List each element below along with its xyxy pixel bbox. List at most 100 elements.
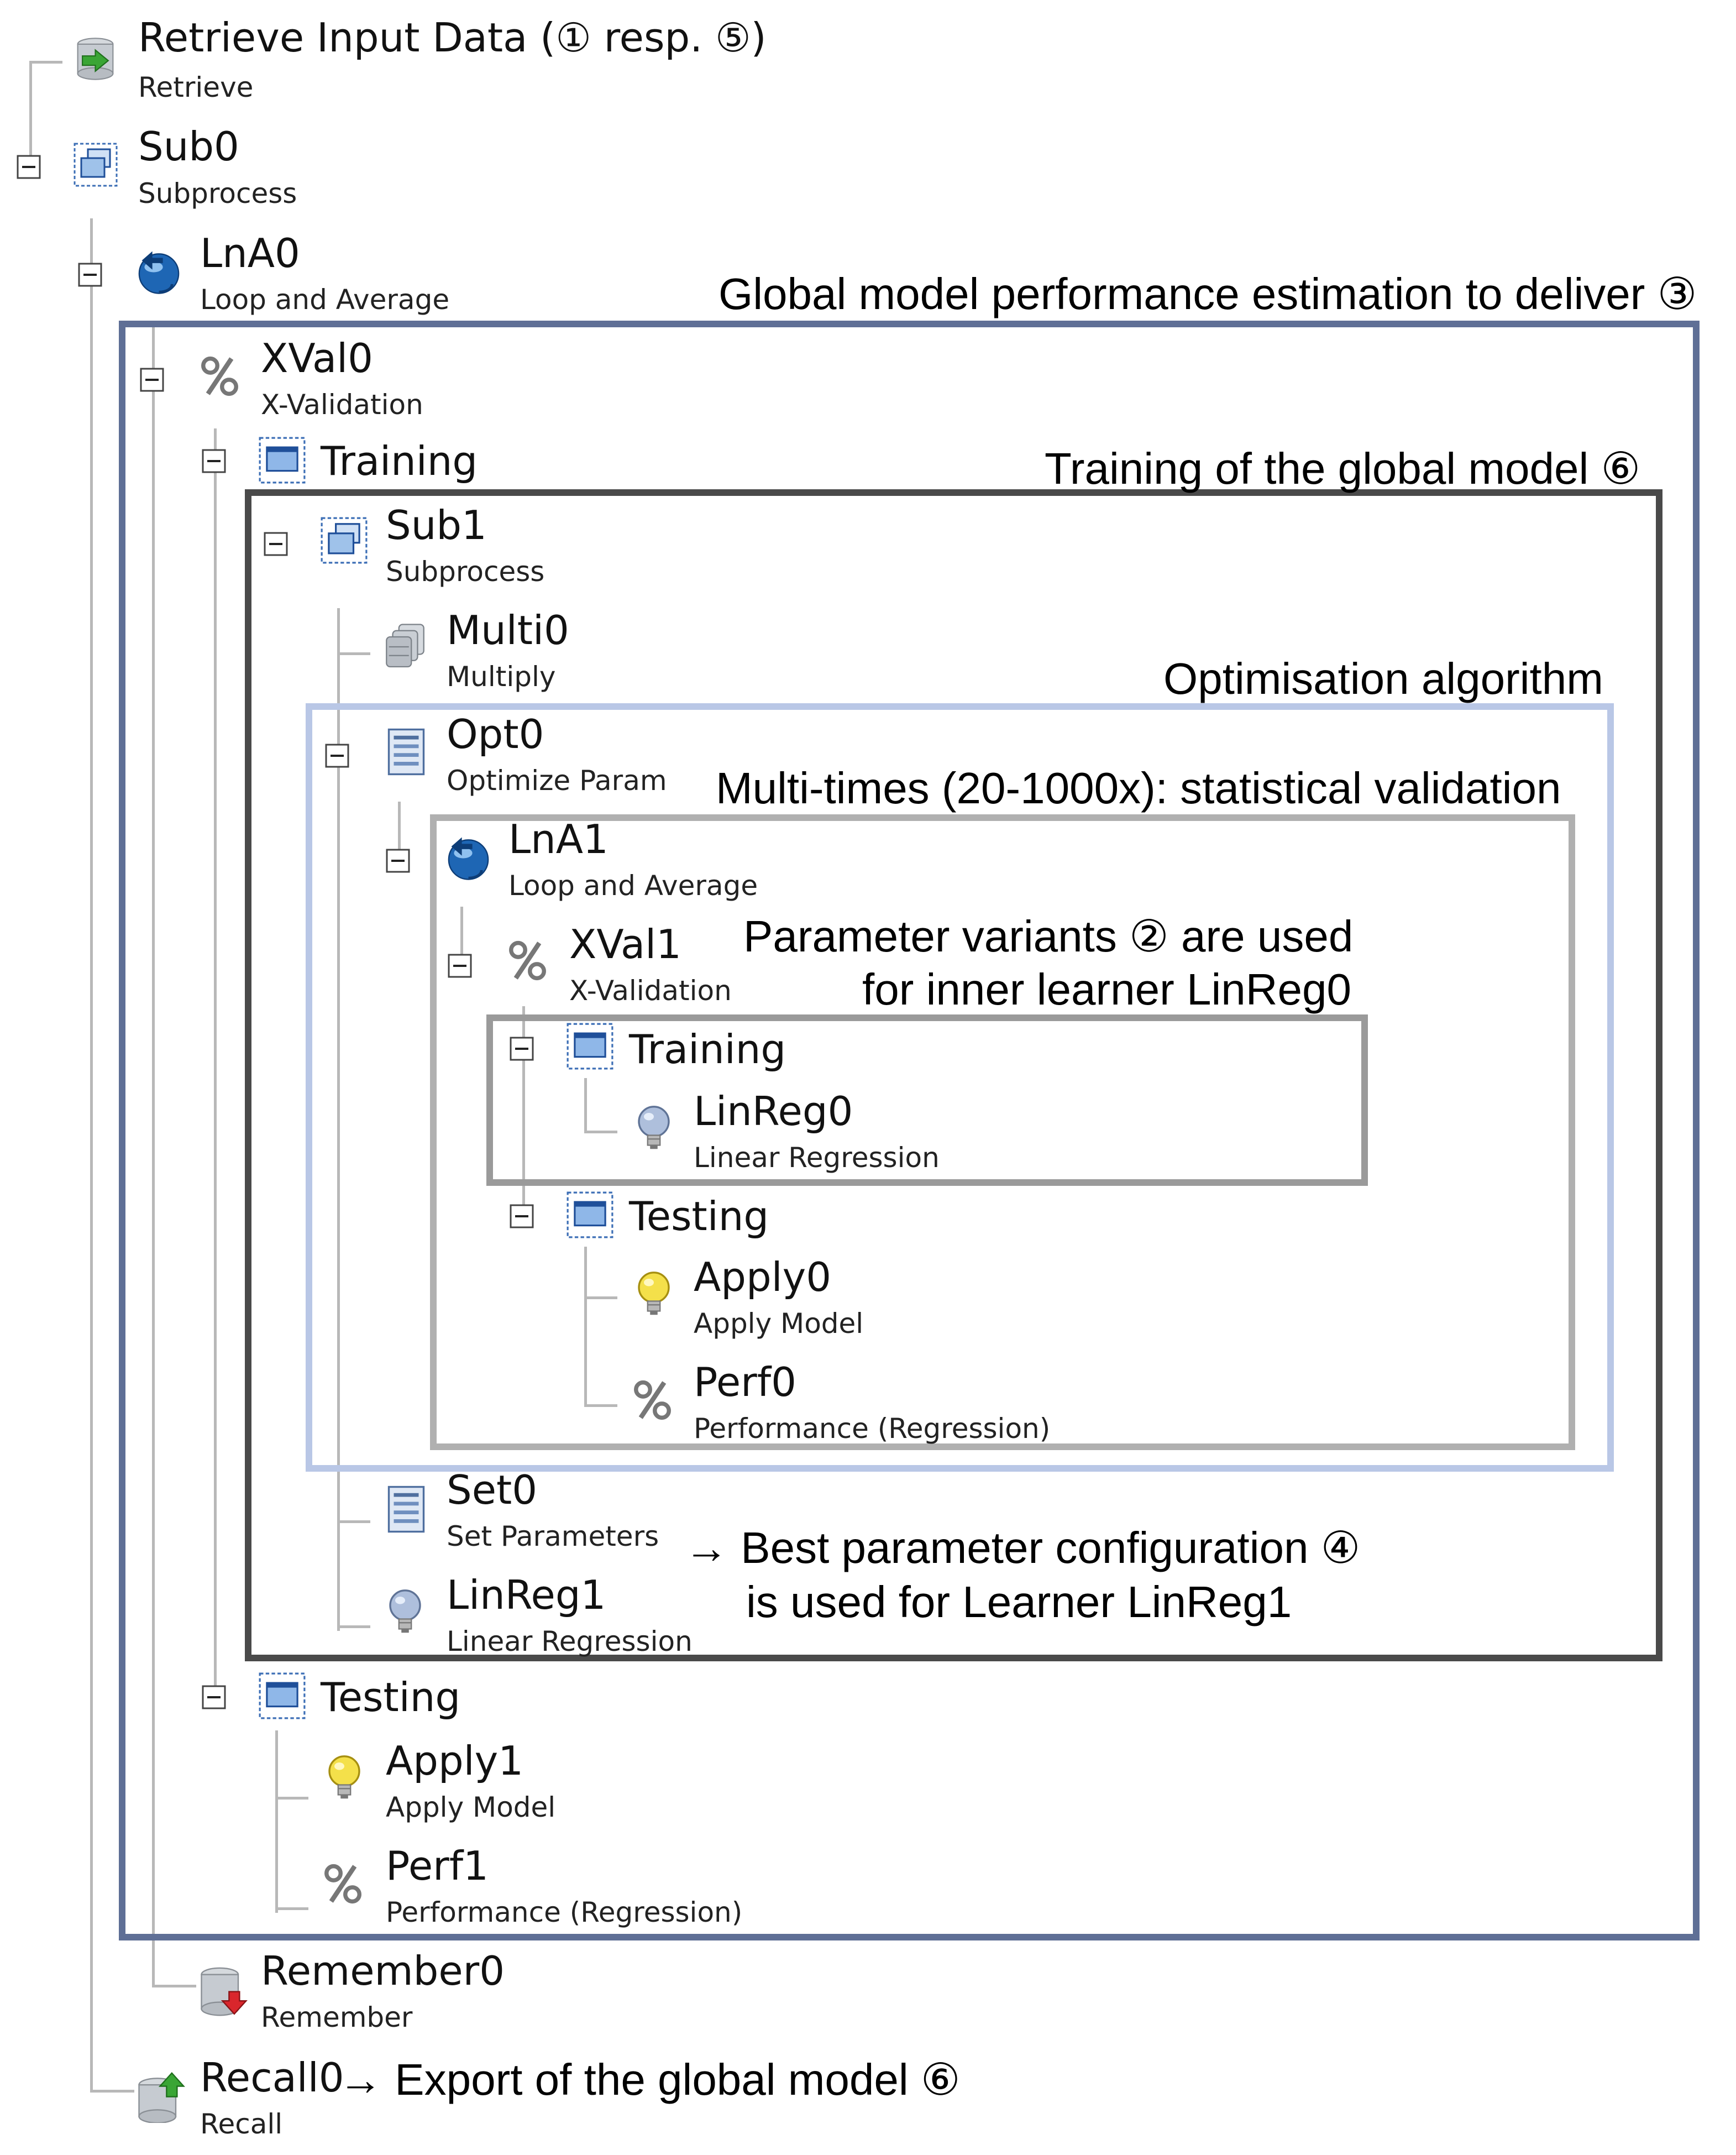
node-name: Opt0	[447, 711, 544, 757]
annotation-training-global: Training of the global model ⑥	[1045, 444, 1641, 493]
tree-line	[337, 1625, 370, 1628]
percent-icon	[629, 1377, 676, 1424]
node-name: Remember0	[261, 1948, 505, 1994]
annotation-global-estimation: Global model performance estimation to d…	[718, 269, 1697, 318]
tree-line	[90, 218, 93, 2093]
tree-line	[398, 802, 401, 862]
multiply-icon	[380, 622, 430, 672]
node-name: XVal0	[261, 335, 373, 381]
node-type: Set Parameters	[447, 1520, 659, 1552]
collapse-toggle-icon[interactable]	[510, 1204, 534, 1228]
percent-icon	[504, 937, 551, 984]
percent-icon	[196, 353, 243, 400]
collapse-toggle-icon[interactable]	[325, 744, 349, 768]
node-name: LinReg1	[447, 1572, 606, 1618]
percent-icon	[319, 1860, 366, 1907]
node-type: Linear Regression	[694, 1142, 940, 1174]
tree-line	[214, 428, 217, 1700]
tree-line	[337, 608, 340, 1631]
node-type: Apply Model	[386, 1791, 556, 1823]
testing-icon	[259, 1672, 306, 1719]
collapse-toggle-icon[interactable]	[202, 449, 226, 473]
node-type: Retrieve	[138, 71, 254, 103]
node-type: Recall	[200, 2108, 283, 2140]
annotation-best-config-2: is used for Learner LinReg1	[746, 1577, 1292, 1626]
tree-line	[584, 1404, 617, 1407]
node-name: LnA1	[508, 816, 609, 862]
tree-line	[275, 1907, 308, 1910]
node-type: Loop and Average	[200, 284, 450, 316]
training-icon	[259, 437, 306, 484]
tree-line	[90, 2090, 134, 2093]
light-bulb-icon	[629, 1103, 679, 1153]
subprocess-icon	[321, 517, 368, 564]
retrieve-icon	[72, 36, 119, 83]
light-bulb-icon	[319, 1753, 369, 1802]
node-type: Subprocess	[138, 177, 297, 210]
testing-icon	[567, 1191, 613, 1238]
node-type: Performance (Regression)	[386, 1896, 743, 1928]
collapse-toggle-icon[interactable]	[140, 368, 164, 392]
node-name: Training	[629, 1026, 786, 1073]
training-icon	[567, 1023, 613, 1070]
node-type: Loop and Average	[508, 870, 758, 902]
tree-line	[584, 1296, 617, 1299]
node-name: Testing	[321, 1674, 461, 1720]
tree-line	[584, 1078, 587, 1133]
annotation-param-variants-1: Parameter variants ② are used	[743, 912, 1354, 961]
annotation-param-variants-2: for inner learner LinReg0	[862, 965, 1351, 1014]
node-name: Perf1	[386, 1843, 489, 1889]
node-name: Apply1	[386, 1738, 524, 1784]
collapse-toggle-icon[interactable]	[386, 849, 410, 873]
node-type: Linear Regression	[447, 1625, 693, 1657]
node-type: Optimize Param	[447, 765, 667, 797]
node-name: Retrieve Input Data (① resp. ⑤)	[138, 14, 767, 61]
node-type: Remember	[261, 2001, 413, 2033]
light-bulb-icon	[629, 1269, 679, 1319]
node-name: LinReg0	[694, 1088, 853, 1134]
tree-line	[337, 1520, 370, 1523]
remember-icon	[196, 1965, 249, 2018]
node-name: Sub0	[138, 123, 239, 170]
light-bulb-icon	[380, 1587, 430, 1636]
node-name: LnA0	[200, 230, 300, 276]
node-type: X-Validation	[261, 389, 423, 421]
tree-line	[275, 1797, 308, 1800]
annotation-best-config-1: → Best parameter configuration ④	[684, 1523, 1361, 1572]
collapse-toggle-icon[interactable]	[510, 1037, 534, 1061]
tree-line	[152, 1985, 196, 1987]
node-type: Subprocess	[386, 556, 545, 588]
collapse-toggle-icon[interactable]	[17, 155, 41, 179]
tree-line	[522, 1006, 525, 1227]
optimize-parameters-icon	[381, 727, 431, 777]
tree-line	[29, 61, 32, 158]
collapse-toggle-icon[interactable]	[448, 954, 472, 978]
tree-line	[584, 1247, 587, 1407]
annotation-export-global: → Export of the global model ⑥	[338, 2055, 961, 2104]
node-name: Sub1	[386, 502, 487, 548]
set-parameters-icon	[381, 1484, 431, 1534]
tree-line	[29, 61, 62, 64]
tree-line	[152, 321, 155, 1987]
recall-icon	[134, 2070, 186, 2123]
tree-line	[584, 1131, 617, 1133]
node-name: Apply0	[694, 1254, 832, 1300]
subprocess-icon	[74, 143, 118, 187]
node-type: X-Validation	[569, 975, 732, 1007]
node-name: Set0	[447, 1467, 538, 1513]
node-name: Multi0	[447, 607, 569, 653]
node-name: Testing	[629, 1193, 769, 1239]
collapse-toggle-icon[interactable]	[264, 532, 288, 556]
collapse-toggle-icon[interactable]	[202, 1685, 226, 1709]
collapse-toggle-icon[interactable]	[78, 263, 102, 287]
annotation-optimisation: Optimisation algorithm	[1163, 654, 1603, 703]
node-name: Training	[321, 438, 478, 484]
node-type: Apply Model	[694, 1307, 864, 1340]
frame-optimisation-algorithm	[306, 703, 1614, 1472]
node-name: Recall0	[200, 2054, 344, 2101]
node-name: Perf0	[694, 1359, 796, 1405]
node-name: XVal1	[569, 921, 681, 967]
loop-icon	[133, 246, 185, 299]
tree-line	[275, 1730, 278, 1913]
